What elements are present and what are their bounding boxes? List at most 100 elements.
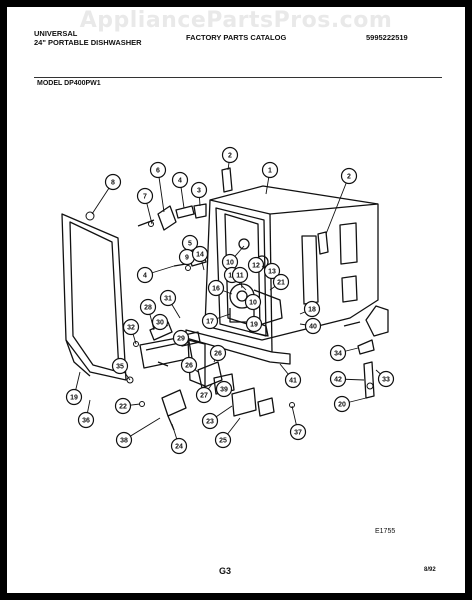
callout-bubble (149, 161, 167, 179)
header-brand-block: UNIVERSAL 24" PORTABLE DISHWASHER (34, 29, 142, 47)
callout-number: 1 (268, 168, 272, 175)
callout-bubble (114, 397, 132, 415)
callout-number: 20 (338, 402, 346, 409)
callout-number: 23 (206, 419, 214, 426)
callout-number: 35 (116, 364, 124, 371)
callout-bubble (340, 167, 358, 185)
door-panel (61, 213, 127, 381)
callout-bubble (201, 312, 219, 330)
callout-number: 14 (196, 252, 204, 259)
watermark: AppliancePartsPros.com (79, 8, 393, 33)
callout-number: 28 (144, 305, 152, 312)
callout-number: 26 (214, 351, 222, 358)
callout-number: 10 (226, 260, 234, 267)
callout-bubble (191, 245, 209, 263)
callout-number: 4 (143, 273, 147, 280)
callout-bubble (284, 371, 302, 389)
callout-bubble (329, 344, 347, 362)
callout-number: 41 (289, 378, 297, 385)
callout-bubble (136, 266, 154, 284)
drawing-code: E1755 (375, 528, 396, 535)
callout-bubble (115, 431, 133, 449)
callout-bubble (289, 423, 307, 441)
callout-bubble (159, 289, 177, 307)
callout-number: 12 (252, 263, 260, 270)
callout-number: 17 (206, 319, 214, 326)
callout-bubble (190, 181, 208, 199)
page-number: G3 (219, 566, 232, 576)
callout-number: 36 (82, 418, 90, 425)
callout-number: 8 (111, 180, 115, 187)
callout-bubble (304, 317, 322, 335)
callout-number: 34 (334, 351, 342, 358)
callout-leader (325, 175, 350, 235)
callout-number: 19 (70, 395, 78, 402)
callout-bubble (201, 412, 219, 430)
callout-bubble (65, 388, 83, 406)
callout-bubble (104, 173, 122, 191)
callout-bubble (136, 187, 154, 205)
model-label: MODEL DP400PW1 (37, 80, 101, 87)
callout-bubble (244, 293, 262, 311)
callout-bubble (207, 279, 225, 297)
callout-number: 32 (127, 325, 135, 332)
callout-number: 27 (200, 393, 208, 400)
callout-number: 39 (220, 387, 228, 394)
callout-number: 25 (219, 438, 227, 445)
callout-bubble (111, 357, 129, 375)
callout-bubble (151, 313, 169, 331)
callout-number: 18 (308, 307, 316, 314)
callout-bubble (247, 256, 265, 274)
callout-bubble (214, 431, 232, 449)
callout-bubble (272, 273, 290, 291)
catalog-date: 8/92 (424, 567, 436, 573)
callout-group: 8764321259414101112131611102118174019283… (65, 146, 395, 455)
callout-number: 2 (347, 174, 351, 181)
callout-number: 26 (185, 363, 193, 370)
callout-bubble (377, 370, 395, 388)
callout-bubble (245, 315, 263, 333)
callout-bubble (170, 437, 188, 455)
callout-bubble (215, 380, 233, 398)
callout-bubble (221, 146, 239, 164)
callout-bubble (231, 266, 249, 284)
callout-number: 5 (188, 241, 192, 248)
callout-bubble (333, 395, 351, 413)
callout-bubble (180, 356, 198, 374)
catalog-page (7, 7, 465, 593)
callout-number: 24 (175, 444, 183, 451)
catalog-number: 5995222519 (366, 33, 408, 42)
callout-number: 16 (212, 286, 220, 293)
callout-bubble (139, 298, 157, 316)
callout-number: 30 (156, 320, 164, 327)
callout-bubble (195, 386, 213, 404)
callout-number: 38 (120, 438, 128, 445)
product-name: 24" PORTABLE DISHWASHER (34, 38, 142, 47)
brand-name: UNIVERSAL (34, 29, 78, 38)
callout-number: 31 (164, 296, 172, 303)
callout-number: 9 (185, 255, 189, 262)
callout-number: 21 (277, 280, 285, 287)
callout-number: 11 (236, 273, 244, 280)
callout-number: 13 (268, 269, 276, 276)
callout-bubble (329, 370, 347, 388)
callout-bubble (171, 171, 189, 189)
small-hardware (85, 211, 374, 408)
callout-bubble (122, 318, 140, 336)
catalog-title: FACTORY PARTS CATALOG (186, 33, 287, 42)
header-divider (34, 77, 442, 78)
callout-number: 37 (294, 430, 302, 437)
right-side-parts (343, 305, 389, 399)
callout-number: 7 (143, 194, 147, 201)
callout-number: 2 (228, 153, 232, 160)
callout-number: 10 (249, 300, 257, 307)
callout-number: 19 (250, 322, 258, 329)
callout-bubble (172, 329, 190, 347)
callout-number: 4 (178, 178, 182, 185)
callout-bubble (261, 161, 279, 179)
callout-number: 42 (334, 377, 342, 384)
callout-number: 3 (197, 188, 201, 195)
callout-bubble (303, 300, 321, 318)
callout-bubble (77, 411, 95, 429)
